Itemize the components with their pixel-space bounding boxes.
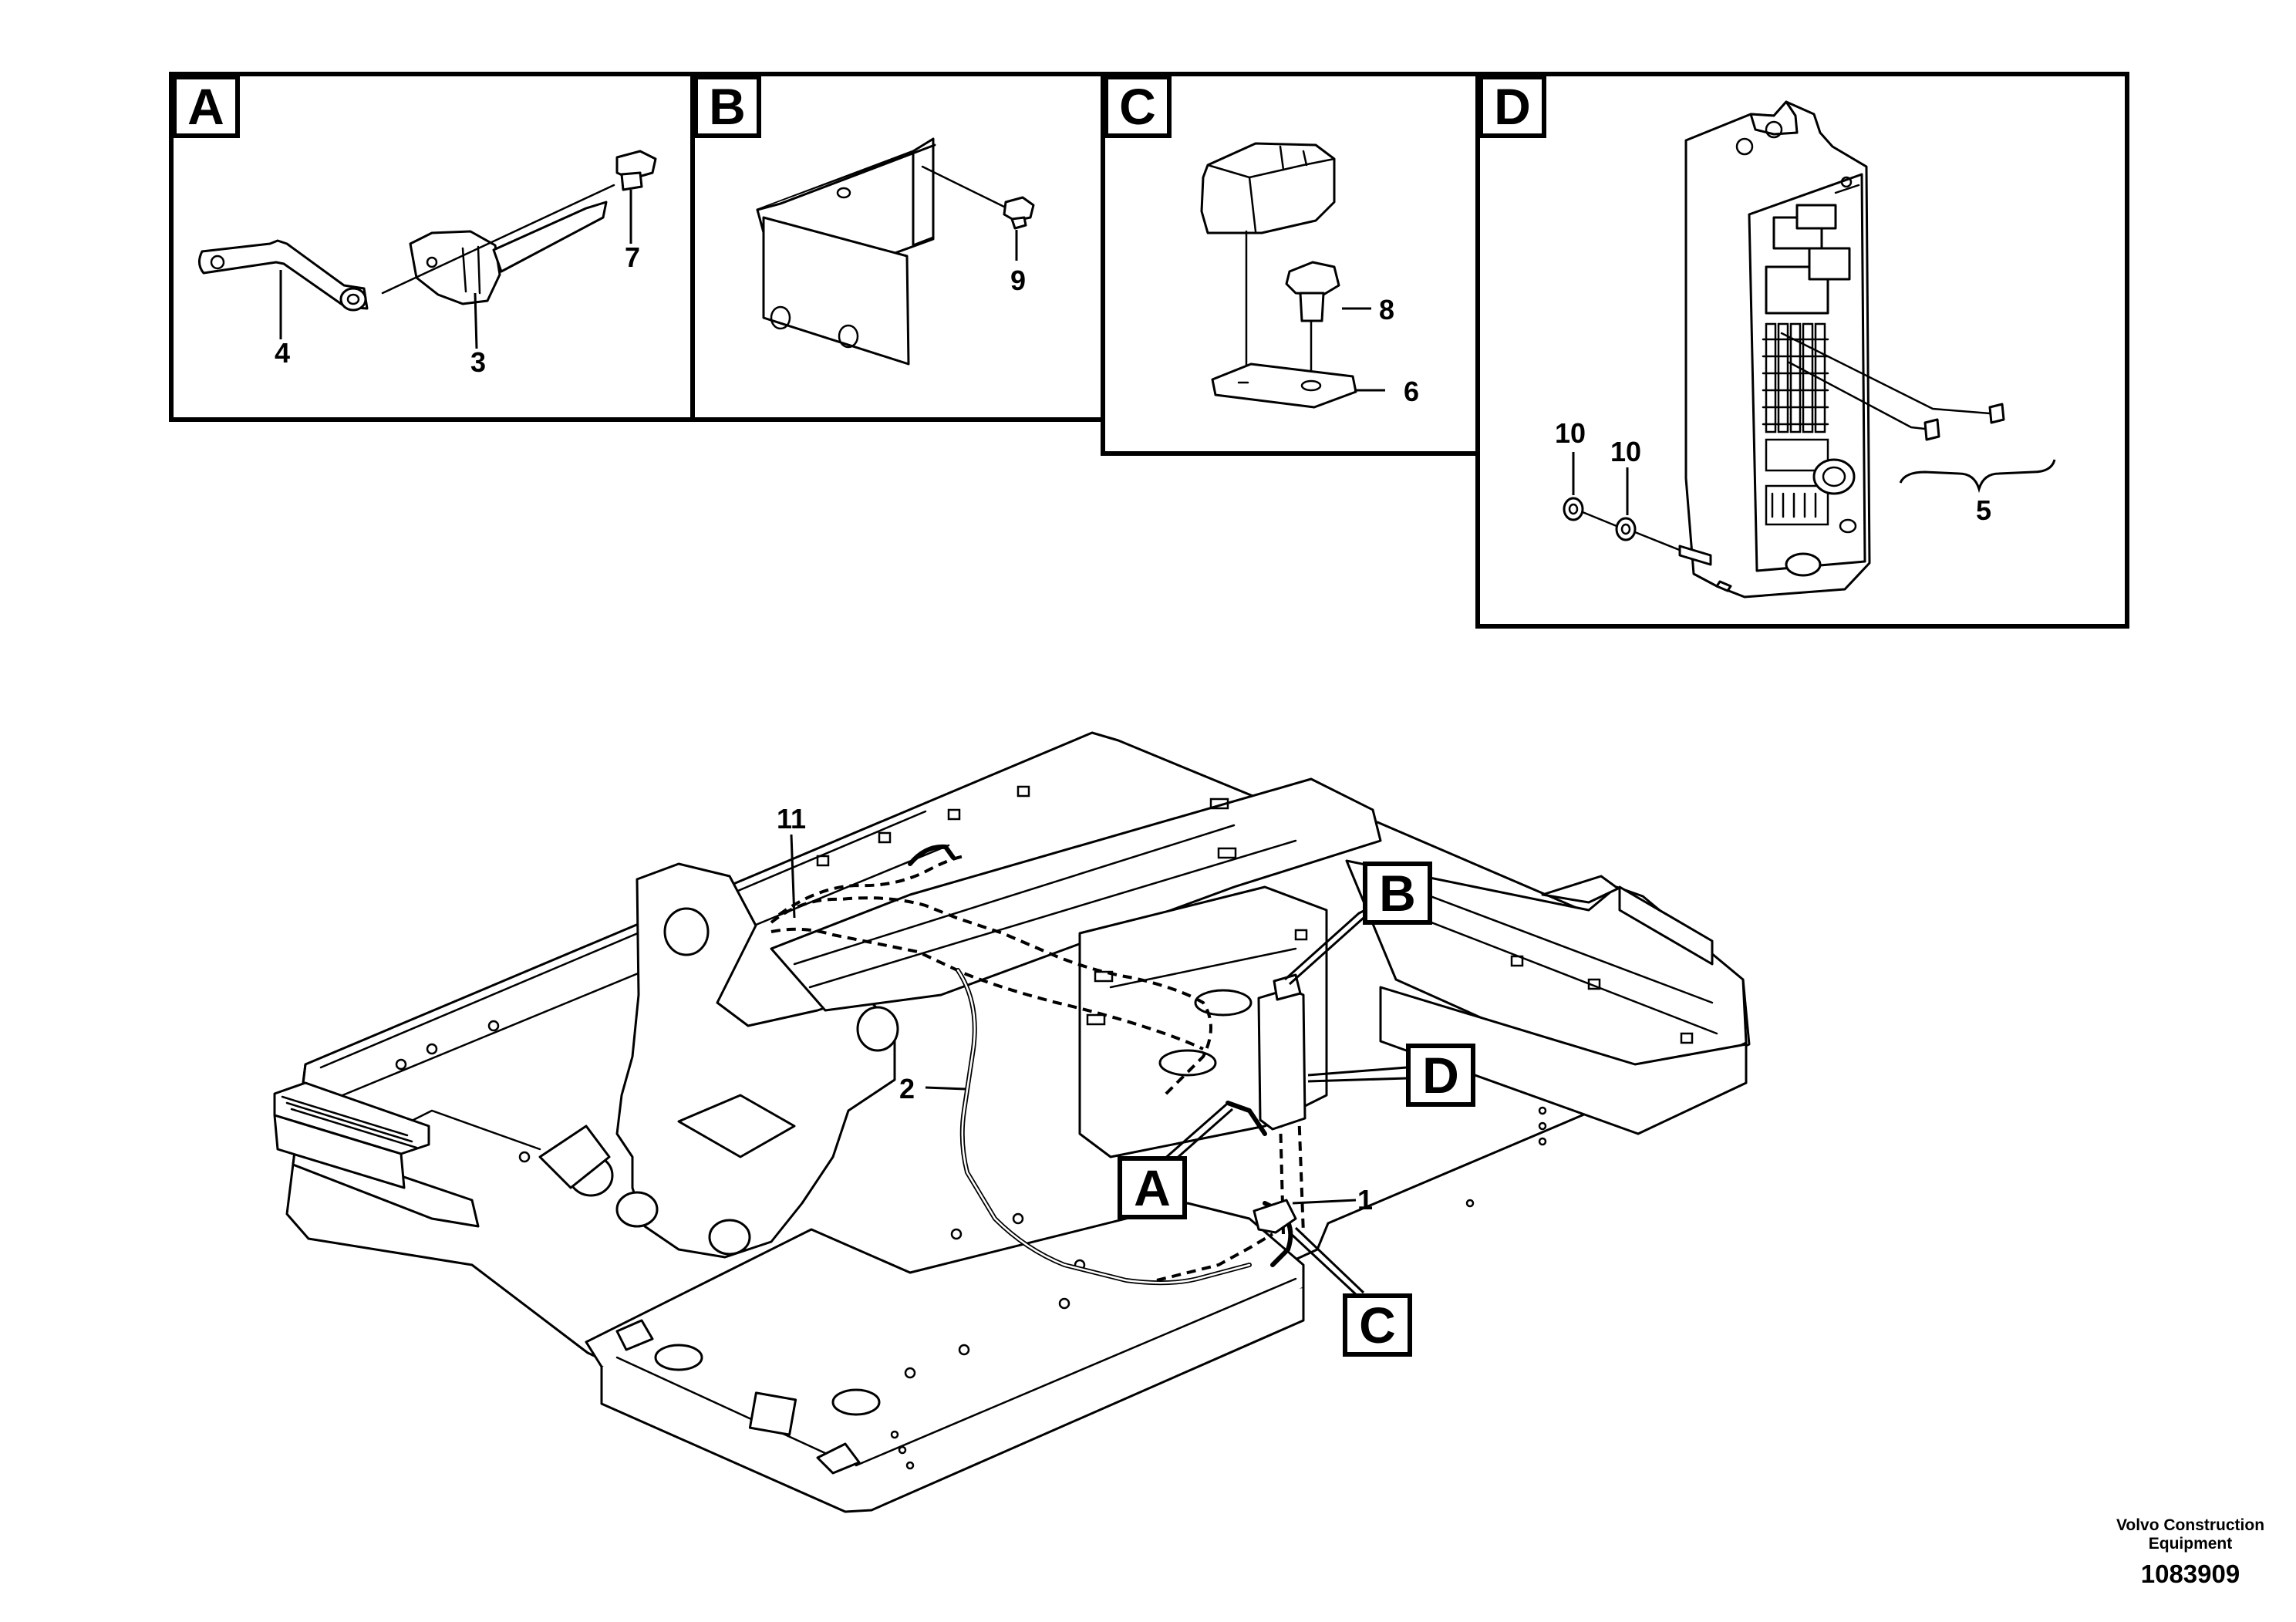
main-tag-c-label: C <box>1359 1297 1396 1354</box>
callout-8: 8 <box>1379 294 1394 325</box>
fuse-box-installed <box>1257 987 1306 1131</box>
assembly-line <box>1780 332 1991 415</box>
main-tag-a: A <box>1118 1103 1233 1219</box>
part-bolt-9 <box>1003 196 1035 230</box>
callout-10a: 10 <box>1555 417 1586 449</box>
detail-frames <box>169 72 2129 629</box>
detail-tag-b-label: B <box>709 78 746 135</box>
callout-10b: 10 <box>1610 436 1641 467</box>
main-tag-a-label: A <box>1134 1159 1171 1216</box>
part-fuse-box <box>1684 100 1871 599</box>
main-tag-c: C <box>1288 1226 1412 1357</box>
leader-2 <box>925 1086 966 1091</box>
detail-view-d: D <box>1478 75 2056 599</box>
callout-2: 2 <box>899 1073 915 1104</box>
part-bracket-plate <box>756 137 936 366</box>
part-washer-10 <box>1563 497 1637 541</box>
main-tag-d: D <box>1307 1044 1475 1107</box>
main-view: 11 2 1 B D A <box>273 731 1751 1513</box>
main-callouts: 11 2 1 <box>777 803 1373 1216</box>
part-bolt-7 <box>615 150 657 191</box>
detail-tag-b: B <box>693 75 761 138</box>
brand-line-2: Equipment <box>2149 1535 2233 1553</box>
callout-7: 7 <box>625 241 640 273</box>
main-tag-b-label: B <box>1379 865 1416 922</box>
footer-info: Volvo Construction Equipment 1083909 <box>2116 1516 2264 1588</box>
assembly-line <box>1788 361 1927 430</box>
callout-6: 6 <box>1404 376 1419 407</box>
callout-11: 11 <box>777 803 806 835</box>
callout-5: 5 <box>1976 494 1991 526</box>
part-relay <box>1200 142 1336 234</box>
main-tag-d-label: D <box>1422 1047 1459 1104</box>
harness-cables <box>770 844 1306 1286</box>
upper-frame <box>273 731 1751 1513</box>
stud <box>1678 545 1712 566</box>
part-plate-6 <box>1211 363 1357 409</box>
detail-tag-a: A <box>172 75 240 138</box>
main-tags: B D A C <box>1118 862 1475 1357</box>
assembly-line <box>381 184 615 295</box>
detail-tag-d: D <box>1478 75 1546 138</box>
brace-5 <box>1899 459 2056 494</box>
detail-tag-c: C <box>1104 75 1172 138</box>
brand-line-1: Volvo Construction <box>2116 1516 2264 1534</box>
boom-pivot <box>538 862 899 1259</box>
detail-tag-c-label: C <box>1119 78 1156 135</box>
part-clamp-3 <box>409 201 608 305</box>
detail-view-a: A 7 4 3 <box>172 75 657 378</box>
detail-view-c: C 8 6 <box>1104 75 1419 409</box>
step-ladder <box>273 1081 430 1189</box>
assembly-line <box>921 165 1012 211</box>
frame-holes <box>395 785 1694 1470</box>
detail-frame-d <box>1475 72 2129 629</box>
drawing-number: 1083909 <box>2141 1560 2240 1588</box>
main-tag-b: B <box>1283 862 1432 986</box>
part-bracket-4 <box>198 239 369 312</box>
detail-tag-a-label: A <box>187 78 224 135</box>
leader-3 <box>474 292 478 349</box>
callout-9: 9 <box>1010 265 1026 296</box>
callout-1: 1 <box>1357 1184 1373 1216</box>
leader-11 <box>790 834 796 919</box>
detail-view-b: B 9 <box>693 75 1035 366</box>
part-bolt-8 <box>1285 261 1340 322</box>
connector-plug <box>1923 403 2005 441</box>
callout-4: 4 <box>275 337 290 369</box>
detail-tag-d-label: D <box>1494 78 1531 135</box>
leader-1 <box>1292 1199 1357 1205</box>
callout-3: 3 <box>470 346 486 378</box>
relay-installed <box>1253 1199 1297 1234</box>
assembly-line <box>1581 511 1683 552</box>
